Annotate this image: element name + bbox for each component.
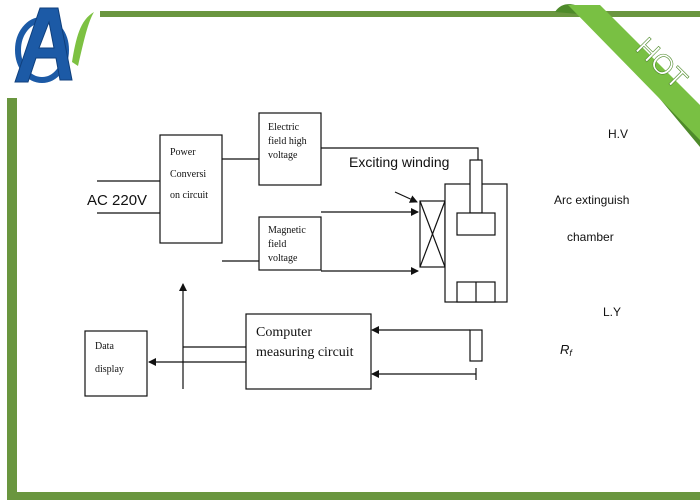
exciting-winding-label: Exciting winding <box>349 154 449 170</box>
magnetic-box-line-1: Magnetic <box>268 225 306 236</box>
power-box-line-3: on circuit <box>170 190 208 201</box>
computer-measuring-box <box>245 313 372 390</box>
computer-box-line-1: Computer <box>256 325 312 340</box>
arc-chamber <box>444 159 508 303</box>
wire-hv <box>321 147 479 160</box>
rf-label-sub: f <box>569 348 573 358</box>
exciting-winding <box>419 200 446 268</box>
electric-box-line-3: voltage <box>268 150 298 161</box>
hot-ribbon: HOT <box>555 4 700 147</box>
data-display-box <box>84 330 148 397</box>
logo-icon <box>14 7 94 83</box>
data-box-line-1: Data <box>95 341 114 352</box>
hv-label: H.V <box>608 127 628 141</box>
electric-box-line-2: field high <box>268 136 307 147</box>
ly-label: L.Y <box>603 305 621 319</box>
electric-field-box <box>258 112 322 186</box>
magnetic-box-line-2: field <box>268 239 286 250</box>
ac-input-label: AC 220V <box>87 192 147 209</box>
arc-label-2: chamber <box>567 230 614 244</box>
frame-top-bar <box>100 11 700 17</box>
computer-box-line-2: measuring circuit <box>256 345 354 360</box>
arc-label-1: Arc extinguish <box>554 193 629 207</box>
electric-box-line-1: Electric <box>268 122 300 133</box>
magnetic-box-line-3: voltage <box>268 253 298 264</box>
frame-bottom-bar <box>7 492 700 500</box>
magnetic-field-box <box>258 216 322 271</box>
frame-left-bar <box>7 98 17 500</box>
arrow-winding-pointer <box>394 191 418 203</box>
rf-label-main: R <box>560 342 569 357</box>
power-box-line-1: Power <box>170 147 196 158</box>
power-box-line-2: Conversi <box>170 169 206 180</box>
rf-label: Rf <box>560 342 573 358</box>
data-box-line-2: display <box>95 364 124 375</box>
rf-resistor <box>469 329 483 362</box>
power-conversion-box <box>159 134 223 244</box>
